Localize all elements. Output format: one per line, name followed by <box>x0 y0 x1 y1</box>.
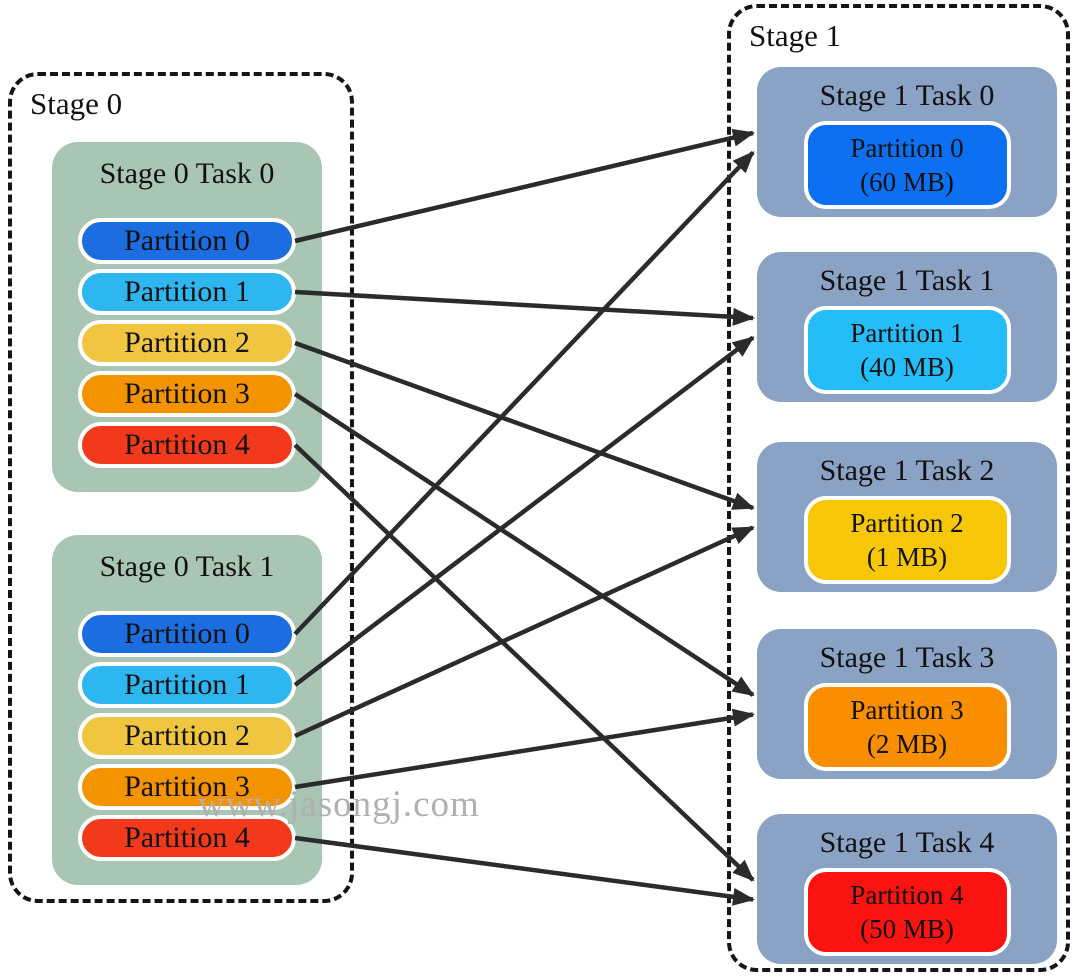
result-partition-name: Partition 0 <box>850 133 964 163</box>
shuffle-arrow <box>294 835 755 906</box>
shuffle-arrow <box>294 525 755 739</box>
result-partition-pill: Partition 0 (60 MB) <box>803 121 1011 209</box>
result-partition-pill: Partition 4 (50 MB) <box>803 868 1011 956</box>
partition-pill: Partition 0 <box>78 218 296 264</box>
stage0-task0-box: Stage 0 Task 0 Partition 0 Partition 1 P… <box>52 142 322 492</box>
stage1-group: Stage 1 Stage 1 Task 0 Partition 0 (60 M… <box>727 4 1070 972</box>
result-partition-name: Partition 4 <box>850 880 964 910</box>
result-partition-pill: Partition 3 (2 MB) <box>803 683 1011 771</box>
stage0-task0-title: Stage 0 Task 0 <box>99 157 275 190</box>
partition-pill: Partition 1 <box>78 269 296 315</box>
shuffle-arrow <box>294 340 755 511</box>
shuffle-arrow <box>293 392 755 697</box>
stage1-task4-title: Stage 1 Task 4 <box>819 826 995 859</box>
stage1-task2-title: Stage 1 Task 2 <box>819 454 995 487</box>
stage0-task1-box: Stage 0 Task 1 Partition 0 Partition 1 P… <box>52 535 322 885</box>
partition-pill: Partition 0 <box>78 611 296 657</box>
stage0-group: Stage 0 Stage 0 Task 0 Partition 0 Parti… <box>8 72 354 903</box>
partition-pill: Partition 3 <box>78 764 296 810</box>
result-partition-size: (40 MB) <box>860 352 954 382</box>
stage1-task3-title: Stage 1 Task 3 <box>819 641 995 674</box>
partition-pill: Partition 1 <box>78 662 296 708</box>
result-partition-pill: Partition 1 (40 MB) <box>803 306 1011 394</box>
result-partition-name: Partition 2 <box>850 508 964 538</box>
stage0-task1-title: Stage 0 Task 1 <box>99 550 275 583</box>
result-partition-size: (1 MB) <box>866 542 948 572</box>
stage1-task4-box: Stage 1 Task 4 Partition 4 (50 MB) <box>757 814 1057 964</box>
stage1-task3-box: Stage 1 Task 3 Partition 3 (2 MB) <box>757 629 1057 779</box>
stage1-label: Stage 1 <box>749 18 842 53</box>
stage0-task1-partitions: Partition 0 Partition 1 Partition 2 Part… <box>52 611 322 861</box>
watermark-text: www.jasongj.com <box>198 784 480 825</box>
shuffle-arrow <box>294 289 755 326</box>
shuffle-arrow <box>294 128 755 244</box>
stage1-task0-box: Stage 1 Task 0 Partition 0 (60 MB) <box>757 67 1057 217</box>
result-partition-size: (2 MB) <box>866 729 948 759</box>
stage0-task0-partitions: Partition 0 Partition 1 Partition 2 Part… <box>52 218 322 468</box>
partition-pill: Partition 4 <box>78 422 296 468</box>
shuffle-arrow <box>293 335 755 687</box>
result-partition-name: Partition 1 <box>850 318 964 348</box>
stage1-task1-title: Stage 1 Task 1 <box>819 264 995 297</box>
shuffle-arrow <box>294 708 755 790</box>
result-partition-pill: Partition 2 (1 MB) <box>803 496 1011 584</box>
partition-pill: Partition 3 <box>78 371 296 417</box>
result-partition-size: (60 MB) <box>860 167 954 197</box>
stage1-task0-title: Stage 1 Task 0 <box>819 79 995 112</box>
result-partition-size: (50 MB) <box>860 914 954 944</box>
stage1-task1-box: Stage 1 Task 1 Partition 1 (40 MB) <box>757 252 1057 402</box>
shuffle-arrow <box>293 150 755 636</box>
stage0-label: Stage 0 <box>30 86 123 121</box>
result-partition-name: Partition 3 <box>850 695 964 725</box>
partition-pill: Partition 2 <box>78 320 296 366</box>
partition-pill: Partition 4 <box>78 815 296 861</box>
stage1-task2-box: Stage 1 Task 2 Partition 2 (1 MB) <box>757 442 1057 592</box>
partition-pill: Partition 2 <box>78 713 296 759</box>
